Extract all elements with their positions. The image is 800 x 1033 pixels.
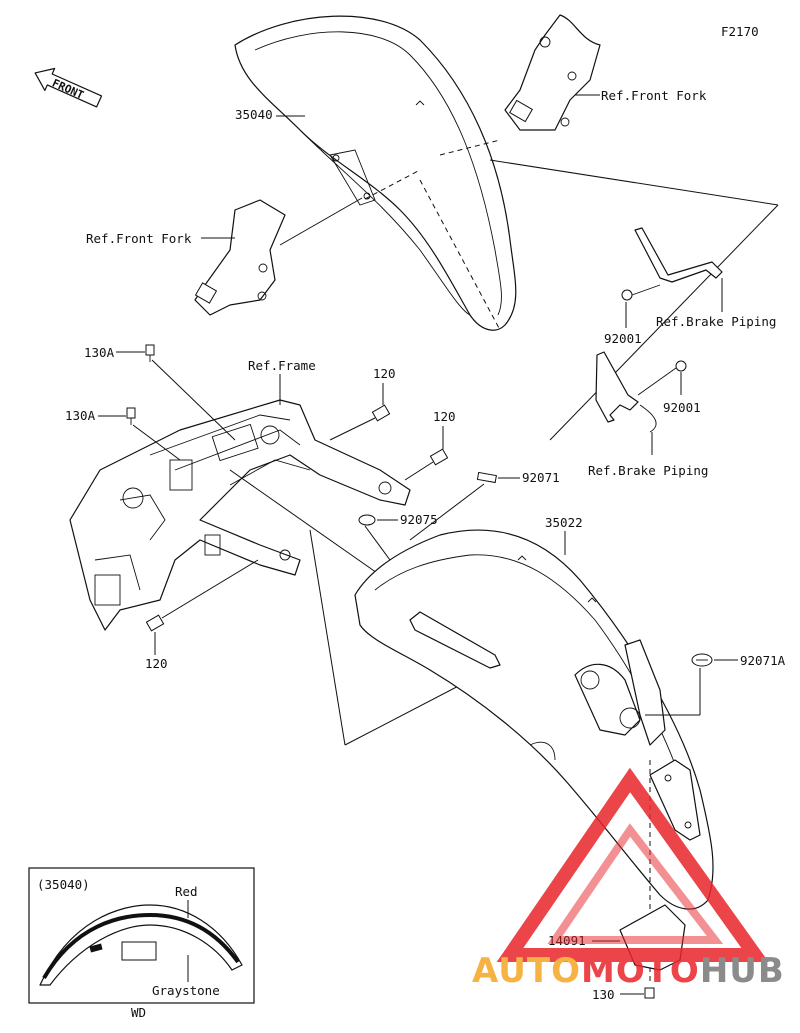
label-ref-brake-piping-bottom: Ref.Brake Piping [588,463,708,478]
watermark-logo: AUTOMOTOHUB [472,767,785,991]
inset-code: (35040) [37,877,90,892]
label-92001-lower: 92001 [663,400,701,415]
label-92071: 92071 [522,470,560,485]
label-120-c: 120 [145,656,168,671]
label-ref-brake-piping-top: Ref.Brake Piping [656,314,776,329]
part-92071a [691,653,713,667]
label-35040: 35040 [235,107,273,122]
watermark-hub: HUB [700,951,785,991]
inset-color-graystone: Graystone [152,983,220,998]
front-fender [234,15,517,331]
bolt-120-a [371,404,391,422]
part-92075 [358,514,376,526]
brake-piping-bracket-upper [621,227,723,301]
brake-piping-bracket-lower [595,351,687,433]
label-92071a: 92071A [740,653,786,668]
rear-fender [354,529,714,910]
label-ref-front-fork-top: Ref.Front Fork [601,88,707,103]
front-arrow-icon: FRONT [34,67,103,108]
bolt-120-b [429,448,449,466]
front-fork-left [194,199,286,316]
label-92075: 92075 [400,512,438,527]
figure-code: F2170 [721,24,759,39]
label-120-a: 120 [373,366,396,381]
inset-color-red: Red [175,884,198,899]
label-35022: 35022 [545,515,583,530]
label-130: 130 [592,987,615,1002]
svg-text:AUTOMOTOHUB: AUTOMOTOHUB [472,951,785,991]
label-130a-top: 130A [84,345,115,360]
part-92071 [476,471,497,484]
watermark-auto: AUTO [472,951,581,991]
bolt-130a-top [145,344,155,362]
label-130a-mid: 130A [65,408,96,423]
label-120-b: 120 [433,409,456,424]
watermark-moto: MOTO [581,951,700,991]
front-fork-right [504,14,601,131]
label-ref-front-fork-left: Ref.Front Fork [86,231,192,246]
inset-model: WD [131,1005,146,1020]
label-92001-upper: 92001 [604,331,642,346]
inset-box [28,867,255,1004]
bolt-130a-mid [126,407,136,425]
bolt-120-c [145,614,165,632]
rear-frame [69,399,411,631]
front-label: FRONT [50,77,86,102]
bolt-130 [644,987,655,999]
label-ref-frame: Ref.Frame [248,358,316,373]
